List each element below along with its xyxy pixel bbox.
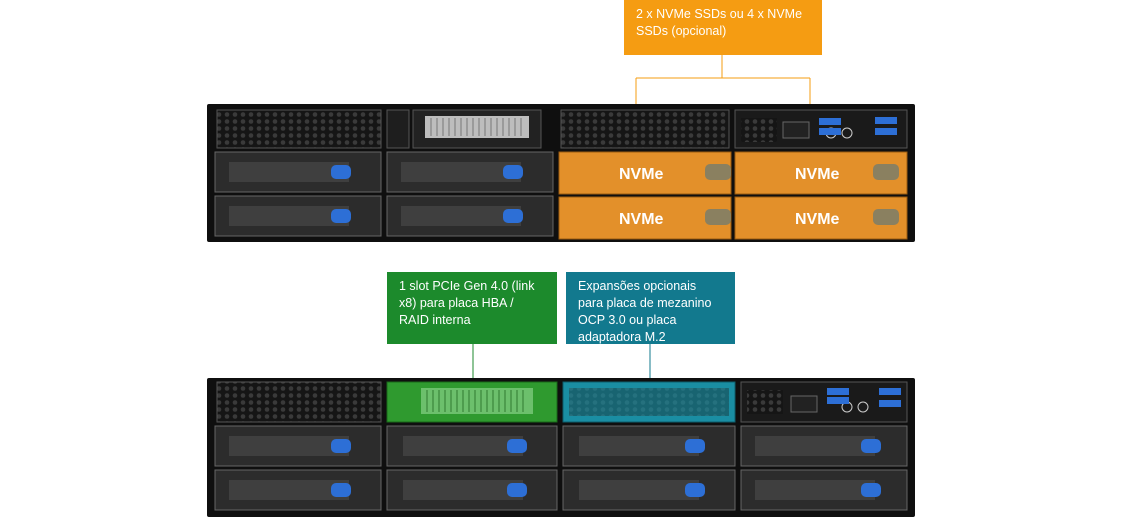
nvme-bay-label: NVMe: [795, 166, 840, 183]
nvme-bay: [558, 151, 732, 195]
led-display-icon: [790, 395, 818, 413]
drive-bay-left: [214, 151, 554, 237]
pcie-slot-cover: [425, 116, 529, 138]
nvme-bay-group: NVMe NVMe NVMe NVMe: [558, 151, 908, 240]
ocp-callout: Expansões opcionais para placa de mezani…: [566, 272, 735, 344]
pcie-callout: 1 slot PCIe Gen 4.0 (link x8) para placa…: [387, 272, 557, 344]
drive-latch-icon: [705, 164, 731, 180]
nvme-bay-label: NVMe: [795, 211, 840, 228]
usb-port-icon: [827, 388, 901, 407]
drive-latch-icon: [331, 165, 351, 179]
nvme-callout: 2 x NVMe SSDs ou 4 x NVMe SSDs (opcional…: [624, 0, 822, 55]
vent-panel: [216, 109, 382, 149]
vent-panel: [560, 109, 730, 149]
server-chassis-top: NVMe NVMe NVMe NVMe: [207, 104, 915, 242]
nvme-bay: [558, 196, 732, 240]
nvme-bay-label: NVMe: [619, 211, 664, 228]
server-chassis-bottom: [207, 378, 915, 517]
drive-bay-group: [214, 425, 908, 511]
nvme-bay: [734, 196, 908, 240]
nvme-bay-label: NVMe: [619, 166, 664, 183]
led-display-icon: [782, 121, 810, 139]
vent-panel: [216, 381, 382, 423]
